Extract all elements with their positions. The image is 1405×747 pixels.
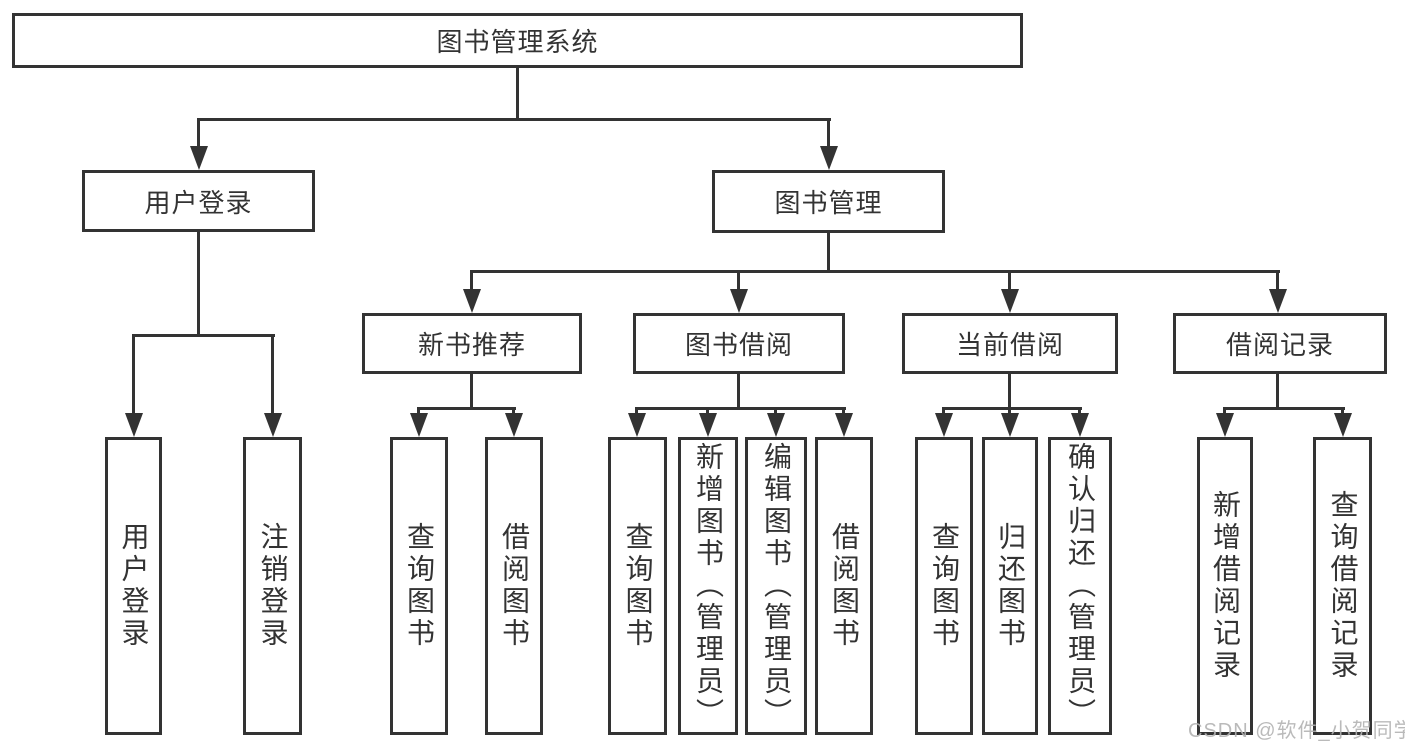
- arrow-down-icon: [1001, 289, 1019, 313]
- arrow-down-icon: [767, 413, 785, 437]
- arrow-down-icon: [463, 289, 481, 313]
- connector-borrow-record-drop: [1276, 270, 1279, 292]
- csdn-watermark: CSDN @软件_小贺同学: [1188, 720, 1405, 742]
- connector-borrow-record-stem: [1276, 372, 1279, 410]
- arrow-down-icon: [190, 146, 208, 170]
- leaf-logout: 注销登录: [243, 437, 302, 735]
- leaf-add-borrow-record-label: 新增借阅记录: [1210, 490, 1241, 682]
- arrow-down-icon: [1269, 289, 1287, 313]
- leaf-borrow-book-2-label: 借阅图书: [829, 522, 860, 650]
- node-book-management-label: 图书管理: [774, 188, 883, 218]
- connector-leaf-drop: [271, 334, 274, 416]
- node-book-management: 图书管理: [712, 170, 945, 233]
- leaf-confirm-return-admin-label: 确认归还（管理员）: [1065, 442, 1096, 730]
- leaf-return-book: 归还图书: [982, 437, 1038, 735]
- connector-book-mgmt-stem: [827, 231, 830, 273]
- connector-book-borrow-drop: [737, 270, 740, 292]
- connector-new-book-drop: [470, 270, 473, 292]
- leaf-query-book-3: 查询图书: [915, 437, 973, 735]
- leaf-query-book-1-label: 查询图书: [404, 522, 435, 650]
- arrow-down-icon: [820, 146, 838, 170]
- connector-new-book-rail: [418, 407, 516, 410]
- arrow-down-icon: [125, 413, 143, 437]
- connector-leaf-drop: [1008, 407, 1011, 418]
- node-book-borrow-label: 图书借阅: [684, 330, 793, 360]
- arrow-down-icon: [628, 413, 646, 437]
- node-root-label: 图书管理系统: [436, 27, 599, 57]
- leaf-user-login-label: 用户登录: [118, 522, 150, 650]
- leaf-query-book-2: 查询图书: [608, 437, 667, 735]
- leaf-query-book-3-label: 查询图书: [929, 522, 960, 650]
- leaf-return-book-label: 归还图书: [995, 522, 1026, 650]
- node-current-borrow: 当前借阅: [902, 313, 1118, 374]
- leaf-add-book-admin-label: 新增图书（管理员）: [693, 442, 724, 730]
- node-root: 图书管理系统: [12, 13, 1023, 68]
- connector-leaf-drop: [942, 407, 945, 418]
- leaf-query-book-1: 查询图书: [390, 437, 448, 735]
- arrow-down-icon: [410, 413, 428, 437]
- arrow-down-icon: [835, 413, 853, 437]
- connector-leaf-drop: [1341, 407, 1344, 418]
- connector-book-mgmt-drop: [827, 118, 830, 150]
- connector-current-borrow-rail: [942, 407, 1082, 410]
- arrow-down-icon: [1001, 413, 1019, 437]
- leaf-edit-book-admin: 编辑图书（管理员）: [745, 437, 807, 735]
- arrow-down-icon: [1334, 413, 1352, 437]
- leaf-user-login: 用户登录: [105, 437, 162, 735]
- arrow-down-icon: [699, 413, 717, 437]
- connector-leaf-drop: [512, 407, 515, 418]
- connector-current-borrow-drop: [1008, 270, 1011, 292]
- connector-user-login-stem: [197, 230, 200, 337]
- node-current-borrow-label: 当前借阅: [955, 330, 1064, 360]
- connector-level3-rail: [470, 270, 1280, 273]
- connector-user-login-rail: [132, 334, 275, 337]
- connector-leaf-drop: [1223, 407, 1226, 418]
- connector-borrow-record-rail: [1223, 407, 1345, 410]
- connector-leaf-drop: [1078, 407, 1081, 418]
- leaf-add-borrow-record: 新增借阅记录: [1197, 437, 1253, 735]
- arrow-down-icon: [1216, 413, 1234, 437]
- leaf-add-book-admin: 新增图书（管理员）: [678, 437, 738, 735]
- arrow-down-icon: [1071, 413, 1089, 437]
- connector-book-borrow-stem: [737, 372, 740, 410]
- connector-book-borrow-rail: [636, 407, 846, 410]
- connector-root-stem: [516, 66, 519, 121]
- node-user-login: 用户登录: [82, 170, 315, 232]
- node-new-book-recommend: 新书推荐: [362, 313, 582, 374]
- node-borrow-record-label: 借阅记录: [1225, 330, 1334, 360]
- node-new-book-recommend-label: 新书推荐: [417, 330, 526, 360]
- leaf-query-book-2-label: 查询图书: [622, 522, 654, 650]
- connector-leaf-drop: [842, 407, 845, 418]
- connector-new-book-stem: [470, 372, 473, 410]
- connector-level2-rail: [197, 118, 831, 121]
- node-book-borrow: 图书借阅: [633, 313, 845, 374]
- leaf-borrow-book-1: 借阅图书: [485, 437, 543, 735]
- node-user-login-label: 用户登录: [144, 187, 253, 218]
- connector-leaf-drop: [635, 407, 638, 418]
- arrow-down-icon: [264, 413, 282, 437]
- node-borrow-record: 借阅记录: [1173, 313, 1387, 374]
- connector-current-borrow-stem: [1008, 372, 1011, 410]
- leaf-query-borrow-record: 查询借阅记录: [1313, 437, 1372, 735]
- connector-leaf-drop: [417, 407, 420, 418]
- arrow-down-icon: [505, 413, 523, 437]
- connector-leaf-drop: [132, 334, 135, 416]
- leaf-logout-label: 注销登录: [257, 522, 289, 650]
- leaf-query-borrow-record-label: 查询借阅记录: [1327, 490, 1359, 682]
- leaf-borrow-book-2: 借阅图书: [815, 437, 873, 735]
- connector-leaf-drop: [706, 407, 709, 418]
- connector-user-login-drop: [197, 118, 200, 150]
- arrow-down-icon: [730, 289, 748, 313]
- leaf-confirm-return-admin: 确认归还（管理员）: [1048, 437, 1112, 735]
- connector-leaf-drop: [774, 407, 777, 418]
- leaf-edit-book-admin-label: 编辑图书（管理员）: [761, 442, 792, 730]
- arrow-down-icon: [935, 413, 953, 437]
- leaf-borrow-book-1-label: 借阅图书: [499, 522, 530, 650]
